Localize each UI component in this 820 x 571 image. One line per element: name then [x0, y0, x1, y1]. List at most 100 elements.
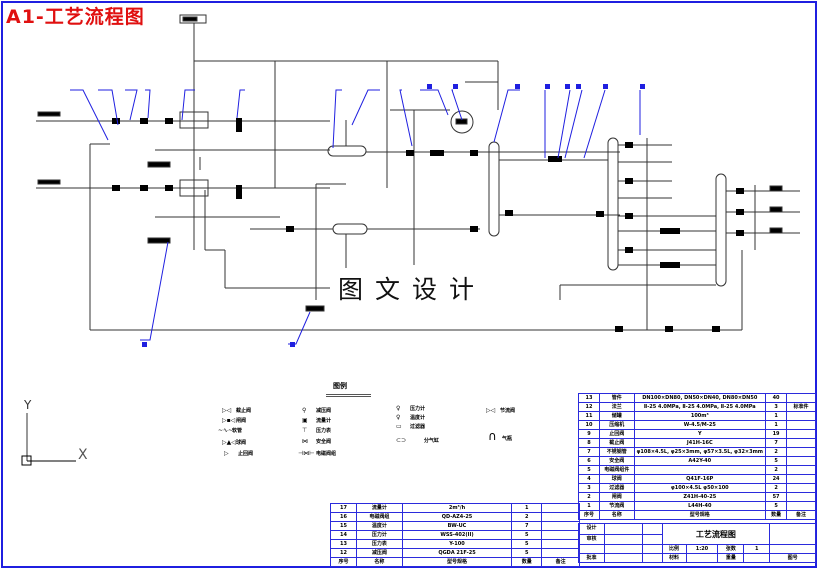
- pressure-meter-icon: ♀: [396, 405, 401, 412]
- cell-no: 13: [577, 393, 601, 403]
- cell-name: 止回阀: [599, 429, 635, 439]
- legend-item: ∩气瓶: [488, 429, 512, 443]
- cell-no: 5: [577, 465, 601, 475]
- valve-icon: [736, 230, 744, 236]
- valve-icon: [625, 247, 633, 253]
- legend-label: 截止阀: [236, 408, 252, 414]
- legend-item: ▷▲◁球阀: [222, 439, 246, 446]
- cell-note: [541, 539, 580, 549]
- cell-note: [541, 503, 580, 513]
- cell-name: 温度计: [355, 521, 403, 531]
- cell-qty: 2: [765, 465, 788, 475]
- valve-icon: [665, 326, 673, 332]
- cell-no: 14: [330, 530, 357, 540]
- cell-name: 闸阀: [599, 492, 635, 502]
- legend-item: ⚲减压阀: [302, 407, 331, 414]
- check-valve-icon: ▷: [224, 450, 229, 457]
- legend-label: 电磁阀组: [316, 451, 337, 457]
- designer-value: [603, 523, 643, 535]
- valve-icon: [286, 226, 294, 232]
- drawing-name: 工艺流程图: [661, 523, 771, 545]
- valve-icon: [470, 226, 478, 232]
- cell-qty: 2: [765, 483, 788, 493]
- cell-qty: 5: [511, 548, 543, 558]
- cell-spec: WSS-402(II): [401, 530, 513, 540]
- legend-label: 过滤器: [410, 424, 426, 430]
- valve-icon: [505, 210, 513, 216]
- cell-note: [786, 483, 816, 493]
- valve-icon: [140, 185, 148, 191]
- solenoid-valve-group-icon: ⊣⋈⊢: [298, 450, 315, 457]
- cell: [743, 553, 771, 563]
- valve-icon: [112, 185, 120, 191]
- cell-name: 法兰: [599, 402, 635, 412]
- cell-spec: φ108×4.5L, φ25×3mm, φ57×3.5L, φ32×3mm: [633, 447, 767, 457]
- legend-item: ⊣⋈⊢电磁阀组: [298, 450, 336, 457]
- legend-label: 节流阀: [500, 408, 516, 414]
- cell-no: 12: [577, 402, 601, 412]
- cell-no: 10: [577, 420, 601, 430]
- valve-icon: [112, 118, 120, 124]
- valve-icon: [712, 326, 720, 332]
- cell-name: 电磁阀组: [355, 512, 403, 522]
- legend-label: 压力计: [410, 406, 426, 412]
- legend-item: ⊤压力表: [302, 427, 331, 434]
- header-cell: 型号规格: [401, 557, 513, 567]
- cell-note: [541, 530, 580, 540]
- cell-name: 电磁阀组件: [599, 465, 635, 475]
- cell: [769, 523, 816, 545]
- vessel-2: [179, 179, 209, 197]
- legend-label: 球阀: [236, 440, 247, 446]
- outlet-tag: [769, 227, 783, 234]
- cell: [603, 544, 643, 554]
- valve-icon: [236, 118, 242, 132]
- source-tag-fill: [182, 16, 198, 22]
- cell-no: 8: [577, 438, 601, 448]
- cell-spec: φ100×4.5L φ50×100: [633, 483, 767, 493]
- valve-icon: [660, 228, 680, 234]
- cell-qty: 19: [765, 429, 788, 439]
- valve-icon: ▷▪◁: [222, 417, 236, 424]
- compressor: [450, 110, 474, 134]
- legend-label: 温度计: [410, 415, 426, 421]
- cell-note: [786, 456, 816, 466]
- ucs-origin-box: [21, 455, 32, 466]
- cell-name: 管件: [599, 393, 635, 403]
- legend-label: 气瓶: [502, 436, 513, 442]
- material-label: 材料: [661, 553, 687, 563]
- cell-name: 球阀: [599, 474, 635, 484]
- valve-icon: [406, 150, 414, 156]
- cell-spec: 2m³/h: [401, 503, 513, 513]
- cell: [641, 553, 663, 563]
- cell-spec: BW-UC: [401, 521, 513, 531]
- cell-spec: Y: [633, 429, 767, 439]
- cell-spec: Y-100: [401, 539, 513, 549]
- cell-note: 标准件: [786, 402, 816, 412]
- cell-name: 减压阀: [355, 548, 403, 558]
- cell-qty: 5: [765, 456, 788, 466]
- header-cell: 数量: [765, 510, 788, 520]
- cell-qty: 40: [765, 393, 788, 403]
- watermark-text: 图文设计: [330, 268, 495, 308]
- cell-note: [786, 420, 816, 430]
- cell-qty: 7: [511, 521, 543, 531]
- cell-no: 3: [577, 483, 601, 493]
- cell-spec: Z41H-40-25: [633, 492, 767, 502]
- legend-underline: [326, 394, 371, 395]
- cell-note: [786, 474, 816, 484]
- valve-icon: [140, 118, 148, 124]
- legend-label: 压力表: [316, 428, 332, 434]
- cell-no: 11: [577, 411, 601, 421]
- cell-no: 1: [577, 501, 601, 511]
